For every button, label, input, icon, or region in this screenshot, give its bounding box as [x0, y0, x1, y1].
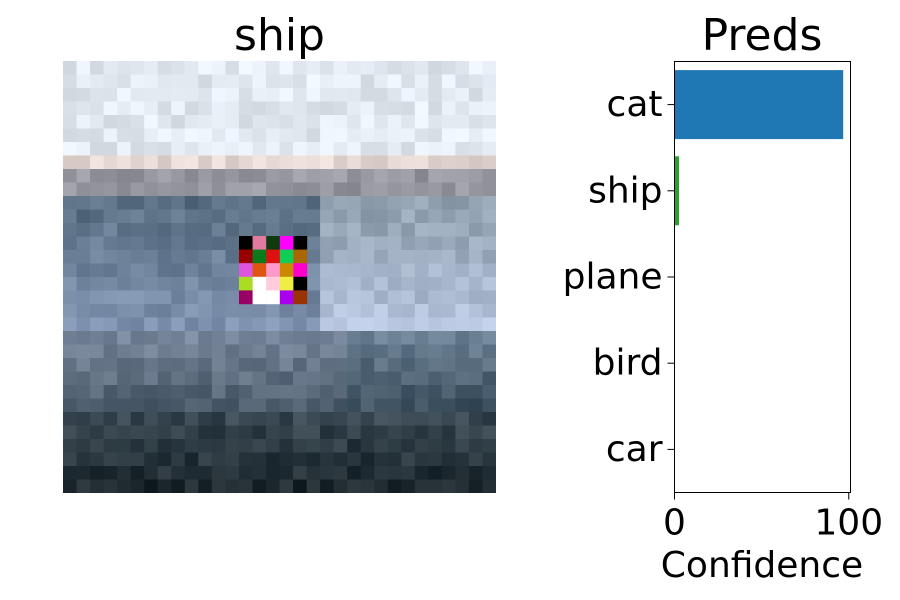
y-tick-label-plane: plane [563, 257, 663, 298]
input-image [63, 61, 496, 493]
bar-ship [674, 156, 680, 226]
x-tick-label-0: 0 [663, 503, 686, 544]
y-tick-label-bird: bird [593, 343, 663, 384]
x-tick-label-100: 100 [814, 503, 883, 544]
chart-title: Preds [701, 10, 823, 61]
image-title: ship [234, 10, 325, 61]
y-tick-label-ship: ship [588, 170, 662, 211]
y-tick-label-car: car [606, 429, 663, 470]
bar-cat [674, 70, 844, 140]
y-tick-label-cat: cat [607, 84, 663, 125]
x-axis-label: Confidence [661, 545, 863, 586]
adversarial-patch [239, 236, 308, 305]
